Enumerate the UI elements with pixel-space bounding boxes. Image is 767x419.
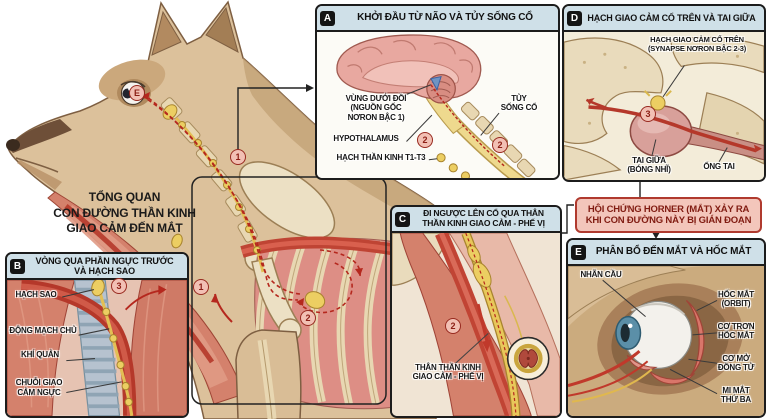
panel-b-illustration: [7, 280, 187, 416]
panel-a-title: KHỞI ĐẦU TỪ NÃO VÀ TỦY SỐNG CỔ: [357, 12, 533, 24]
panel-a-illustration: [317, 32, 558, 178]
label-vung-duoi-doi: VÙNG DƯỚI ĐỒI (NGUỒN GỐC NƠRON BẬC 1): [345, 94, 407, 122]
sympathetic-chain: [162, 104, 326, 309]
stellate-ganglion-b: [91, 280, 105, 297]
panel-c-letter: C: [395, 211, 410, 227]
thoracic-sympathetic-chain: [91, 280, 134, 416]
panel-d: D HẠCH GIAO CẢM CỔ TRÊN VÀ TAI GIỮA: [562, 4, 766, 182]
panel-b-header: B VÒNG QUA PHẦN NGỰC TRƯỚC VÀ HẠCH SAO: [7, 254, 187, 281]
label-co-mo: CƠ MỞ ĐỒNG TỬ: [717, 354, 755, 373]
panel-e-title: PHÂN BỔ ĐẾN MẮT VÀ HỐC MẮT: [595, 246, 752, 258]
overview-title: TỔNG QUAN CON ĐƯỜNG THẦN KINH GIAO CẢM Đ…: [53, 190, 196, 236]
connector-c-to-horner: [558, 204, 574, 234]
stellate-ganglion: [304, 291, 326, 309]
panel-d-body: HẠCH GIAO CẢM CỔ TRÊN (SYNAPSE NƠRON BẬC…: [564, 32, 764, 180]
panel-b-title: VÒNG QUA PHẦN NGỰC TRƯỚC VÀ HẠCH SAO: [35, 256, 174, 277]
label-nhan-cau: NHÃN CẦU: [580, 270, 622, 279]
panel-b: B VÒNG QUA PHẦN NGỰC TRƯỚC VÀ HẠCH SAO: [5, 252, 189, 418]
panel-d-illustration: [564, 32, 764, 180]
label-co-tron: CƠ TRƠN HỐC MẮT: [717, 322, 755, 341]
panel-b-letter: B: [10, 258, 25, 274]
panel-e-illustration: [568, 266, 764, 416]
marker-eye-e: E: [129, 85, 145, 101]
label-dong-mach-chu: ĐỘNG MẠCH CHỦ: [9, 326, 77, 336]
panel-e-letter: E: [571, 244, 586, 260]
label-hypothalamus: HYPOTHALAMUS: [333, 134, 399, 143]
aorta-b: [20, 280, 137, 416]
marker-c-2: 2: [445, 318, 461, 334]
panel-a: A KHỞI ĐẦU TỪ NÃO VÀ TỦY SỐNG CỔ: [315, 4, 560, 180]
marker-a-2a: 2: [417, 132, 433, 148]
label-hoc-mat: HỐC MẮT (ORBIT): [718, 290, 754, 309]
panel-c-title: ĐI NGƯỢC LÊN CỔ QUA THÂN THẦN KINH GIAO …: [422, 208, 545, 228]
panel-c-header: C ĐI NGƯỢC LÊN CỔ QUA THÂN THẦN KINH GIA…: [392, 207, 560, 233]
label-chuoi-giao-cam: CHUỖI GIAO CẢM NGỰC: [15, 378, 63, 397]
label-tai-giua: TAI GIỮA (BÓNG NHĨ): [627, 156, 671, 175]
marker-shoulder-1: 1: [193, 279, 209, 295]
panel-c-illustration: [392, 233, 560, 416]
panel-a-body: VÙNG DƯỚI ĐỒI (NGUỒN GỐC NƠRON BẬC 1) HY…: [317, 32, 558, 178]
panel-d-header: D HẠCH GIAO CẢM CỔ TRÊN VÀ TAI GIỮA: [564, 6, 764, 32]
spinal-cross-section-inset: [506, 336, 550, 381]
marker-a-2b: 2: [492, 137, 508, 153]
panel-c-body: THÂN THẦN KINH GIAO CẢM - PHẾ VỊ: [392, 233, 560, 416]
dog-ear-left: [151, 10, 182, 56]
panel-d-title: HẠCH GIAO CẢM CỔ TRÊN VÀ TAI GIỮA: [587, 12, 756, 23]
panel-b-body: HẠCH SAO ĐỘNG MẠCH CHỦ KHÍ QUẢN CHUỖI GI…: [7, 280, 187, 416]
marker-d-3: 3: [640, 106, 656, 122]
panel-e-header: E PHÂN BỔ ĐẾN MẮT VÀ HỐC MẮT: [568, 240, 764, 266]
superior-cervical-ganglion: [643, 90, 672, 117]
label-hach-sao: HẠCH SAO: [15, 290, 57, 300]
dog-muzzle: [8, 119, 72, 153]
label-hach-t1t3: HẠCH THẦN KINH T1-T3: [336, 153, 426, 162]
chest-region-outline: [191, 176, 387, 405]
label-ong-tai: ỐNG TAI: [703, 162, 735, 171]
label-than-than-kinh: THÂN THẦN KINH GIAO CẢM - PHẾ VỊ: [412, 363, 484, 382]
panel-e: E PHÂN BỔ ĐẾN MẮT VÀ HỐC MẮT: [566, 238, 766, 418]
panel-a-letter: A: [320, 10, 335, 26]
horner-syndrome-box: HỘI CHỨNG HORNER (MẮT) XẢY RA KHI CON ĐƯ…: [575, 197, 762, 233]
marker-neck-1: 1: [230, 149, 246, 165]
scapula-bone: [238, 161, 336, 239]
panel-a-header: A KHỞI ĐẦU TỪ NÃO VÀ TỦY SỐNG CỔ: [317, 6, 558, 32]
label-mi-mat: MI MẮT THỨ BA: [721, 386, 751, 405]
panel-d-letter: D: [567, 10, 582, 26]
marker-b-3: 3: [111, 278, 127, 294]
label-hach-co-tren: HẠCH GIAO CẢM CỔ TRÊN (SYNAPSE NƠRON BẬC…: [647, 35, 747, 53]
dog-ear-right: [205, 6, 239, 53]
connector-neck-to-panel-a: [237, 87, 309, 150]
panel-c: C ĐI NGƯỢC LÊN CỔ QUA THÂN THẦN KINH GIA…: [390, 205, 562, 418]
label-tuy-song-co: TỦY SỐNG CỔ: [500, 94, 538, 113]
panel-e-body: NHÃN CẦU HỐC MẮT (ORBIT) CƠ TRƠN HỐC MẮT…: [568, 266, 764, 416]
label-khi-quan: KHÍ QUẢN: [21, 350, 59, 360]
marker-chest-2: 2: [300, 310, 316, 326]
pathway-arrowheads: [141, 92, 363, 306]
